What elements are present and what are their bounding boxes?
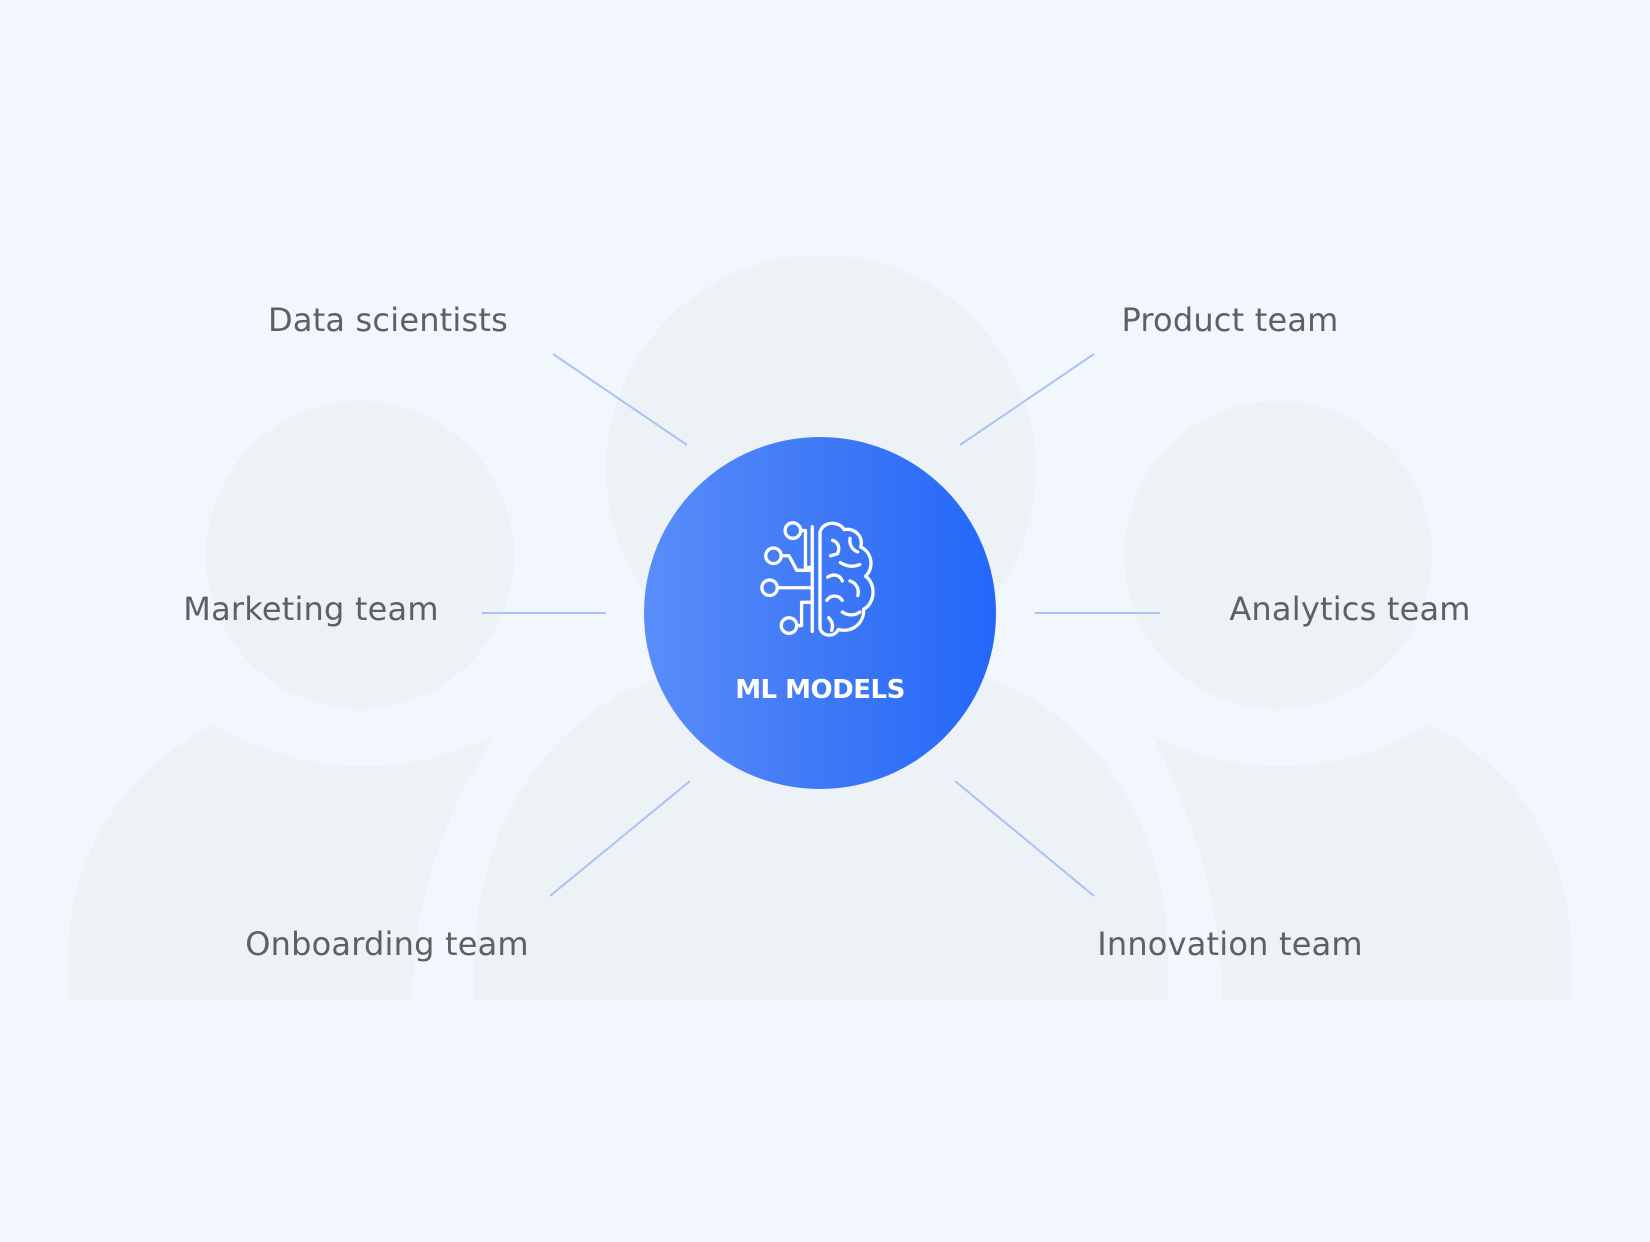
label-product-team: Product team [1121, 301, 1339, 339]
left-person-body [68, 725, 495, 1000]
ml-models-hub: ML MODELS [644, 437, 996, 789]
label-data-scientists: Data scientists [267, 301, 509, 339]
hub-title: ML MODELS [735, 675, 905, 705]
left-person-head [206, 401, 514, 709]
label-innovation-team: Innovation team [1097, 925, 1363, 963]
right-person-body [1152, 725, 1572, 1000]
label-onboarding-team: Onboarding team [245, 925, 529, 963]
label-marketing-team: Marketing team [183, 590, 439, 628]
right-person-head [1124, 401, 1432, 709]
center-person-body [475, 676, 1168, 1000]
connector-product-team [959, 353, 1095, 446]
brain-circuit-icon [760, 521, 875, 637]
connector-data-scientists [552, 353, 688, 446]
connector-onboarding-team [549, 780, 691, 897]
connector-innovation-team [954, 780, 1095, 897]
label-analytics-team: Analytics team [1229, 590, 1471, 628]
